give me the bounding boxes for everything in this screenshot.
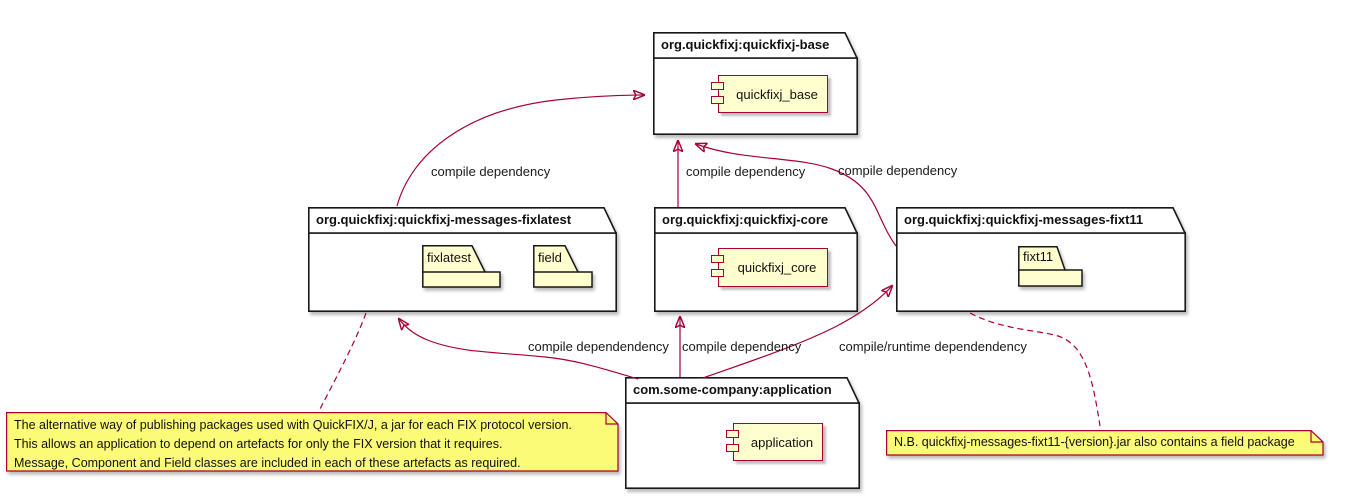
component-quickfixj-base: quickfixj_base	[711, 75, 828, 113]
note-line: The alternative way of publishing packag…	[14, 418, 572, 432]
package-title: org.quickfixj:quickfixj-messages-fixt11	[904, 212, 1144, 227]
edge-label-application-core: compile dependency	[682, 339, 802, 354]
note-shape	[886, 430, 1324, 456]
folder-icon	[422, 245, 501, 288]
package-quickfixj-base: org.quickfixj:quickfixj-base quickfixj_b…	[653, 32, 858, 135]
note-right: N.B. quickfixj-messages-fixt11-{version}…	[886, 430, 1324, 456]
package-title: org.quickfixj:quickfixj-base	[661, 37, 830, 52]
package-quickfixj-messages-fixlatest: org.quickfixj:quickfixj-messages-fixlate…	[308, 207, 617, 312]
edge-note-left-to-fixlatest	[319, 312, 367, 410]
note-line: N.B. quickfixj-messages-fixt11-{version}…	[894, 435, 1295, 449]
folder-label: fixlatest	[427, 250, 472, 265]
folder-icon	[1018, 246, 1083, 287]
component-port-icon	[726, 430, 739, 438]
edge-label-application-fixlatest: compile dependendency	[528, 339, 669, 354]
component-label: quickfixj_core	[737, 260, 817, 275]
folder-icon	[533, 245, 593, 288]
note-line: This allows an application to depend on …	[14, 437, 503, 451]
package-title: org.quickfixj:quickfixj-messages-fixlate…	[316, 212, 572, 227]
edge-label-fixlatest-base: compile dependency	[431, 164, 551, 179]
folder-field: field	[533, 245, 593, 288]
folder-label: fixt11	[1023, 249, 1054, 264]
package-quickfixj-messages-fixt11: org.quickfixj:quickfixj-messages-fixt11 …	[896, 207, 1186, 312]
component-application: application	[726, 423, 823, 461]
note-line: Message, Component and Field classes are…	[14, 456, 521, 470]
package-application: com.some-company:application application	[625, 377, 860, 489]
folder-label: field	[538, 250, 562, 265]
package-title: org.quickfixj:quickfixj-core	[662, 212, 829, 227]
component-port-icon	[711, 96, 724, 104]
edge-note-right-to-fixt11	[969, 312, 1101, 427]
folder-fixt11: fixt11	[1018, 246, 1083, 287]
package-title: com.some-company:application	[633, 382, 832, 397]
component-port-icon	[711, 82, 724, 90]
edge-label-fixt11-base: compile dependency	[838, 163, 958, 178]
note-shape	[6, 412, 619, 472]
component-port-icon	[711, 269, 724, 277]
note-left: The alternative way of publishing packag…	[6, 412, 619, 472]
edge-label-core-base: compile dependency	[686, 164, 806, 179]
component-port-icon	[726, 444, 739, 452]
note-text: N.B. quickfixj-messages-fixt11-{version}…	[894, 433, 1295, 452]
package-quickfixj-core: org.quickfixj:quickfixj-core quickfixj_c…	[654, 207, 858, 312]
edge-label-application-fixt11: compile/runtime dependendency	[839, 339, 1027, 354]
component-quickfixj-core: quickfixj_core	[711, 248, 828, 287]
component-label: application	[750, 434, 814, 450]
edge-fixlatest-to-base	[396, 95, 644, 207]
note-text: The alternative way of publishing packag…	[14, 416, 572, 473]
component-port-icon	[711, 255, 724, 263]
package-outline	[896, 207, 1186, 312]
folder-fixlatest: fixlatest	[422, 245, 501, 288]
component-label: quickfixj_base	[736, 86, 818, 102]
